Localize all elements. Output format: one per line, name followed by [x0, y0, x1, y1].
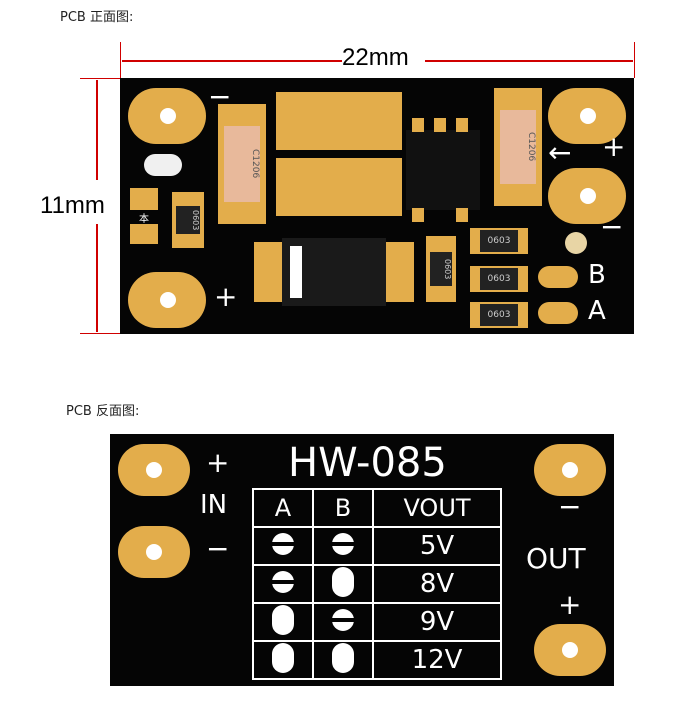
height-dimension-label: 11mm — [40, 192, 105, 219]
jumper-pad-b — [538, 266, 578, 288]
out-plus-label: + — [558, 588, 582, 621]
table-row: 5V — [252, 526, 502, 566]
jumper-label-a: A — [588, 296, 606, 326]
solder-pad — [118, 526, 190, 578]
solder-pad — [534, 624, 606, 676]
dimension-line — [425, 60, 633, 62]
solder-pad — [128, 272, 206, 328]
capacitor: C1206 — [218, 104, 266, 224]
inductor — [276, 92, 402, 216]
width-dimension-label: 22mm — [342, 44, 409, 71]
jumper-b-cell — [312, 602, 374, 642]
dimension-line — [120, 42, 121, 78]
schottky-diode — [254, 238, 414, 306]
jumper-split-icon — [271, 571, 295, 593]
jumper-a-cell — [252, 564, 314, 604]
vout-table: A B VOUT 5V 8V 9V 12V — [252, 488, 502, 680]
pcb-back-board: + IN − − OUT + HW-085 A B VOUT 5V 8V 9V — [110, 434, 614, 686]
jumper-split-icon — [331, 533, 355, 555]
jumper-bridged-icon — [272, 643, 294, 673]
solder-pad — [534, 444, 606, 496]
dimension-line — [96, 80, 98, 180]
pad-label-out-plus: + — [602, 130, 626, 163]
pad-label-out-minus: − — [600, 210, 624, 243]
vout-cell: 8V — [372, 564, 502, 604]
pad-label-in-plus: + — [214, 280, 238, 313]
jumper-label-b: B — [588, 260, 606, 290]
capacitor-label: C1206 — [500, 110, 536, 184]
test-point — [565, 232, 587, 254]
header-a: A — [252, 488, 314, 528]
jumper-a-cell — [252, 526, 314, 566]
dimension-line — [96, 224, 98, 332]
front-caption: PCB 正面图: — [60, 10, 134, 25]
in-minus-label: − — [206, 532, 230, 565]
dimension-line — [122, 60, 342, 62]
jumper-bridged-icon — [332, 567, 354, 597]
out-label: OUT — [526, 542, 586, 575]
table-row: 8V — [252, 564, 502, 604]
dimension-line — [634, 42, 635, 78]
table-row: 9V — [252, 602, 502, 642]
resistor: 0603 — [172, 192, 204, 248]
resistor: 0603 — [470, 302, 528, 328]
capacitor: C1206 — [494, 88, 542, 206]
resistor: 0603 — [470, 228, 528, 254]
solder-pad — [118, 444, 190, 496]
arrow-icon: ← — [548, 136, 572, 169]
ic-chip — [406, 118, 480, 222]
out-minus-label: − — [558, 490, 582, 523]
back-caption: PCB 反面图: — [66, 404, 140, 419]
jumper-pad-a — [538, 302, 578, 324]
dimension-line — [80, 333, 120, 334]
table-header-row: A B VOUT — [252, 488, 502, 528]
vout-cell: 9V — [372, 602, 502, 642]
jumper-pad — [144, 154, 182, 176]
jumper-b-cell — [312, 564, 374, 604]
table-row: 12V — [252, 640, 502, 680]
in-plus-label: + — [206, 446, 230, 479]
solder-pad — [548, 88, 626, 144]
solder-pad — [128, 88, 206, 144]
jumper-split-icon — [331, 609, 355, 631]
header-b: B — [312, 488, 374, 528]
jumper-b-cell — [312, 526, 374, 566]
jumper-a-cell — [252, 602, 314, 642]
header-vout: VOUT — [372, 488, 502, 528]
capacitor-label: C1206 — [224, 126, 260, 202]
vout-cell: 12V — [372, 640, 502, 680]
jumper-bridged-icon — [332, 643, 354, 673]
jumper-split-icon — [271, 533, 295, 555]
solder-pad — [548, 168, 626, 224]
pcb-front-board: − + ← + − B A C1206 C1206 本 0603 0603 06… — [120, 78, 634, 334]
vout-cell: 5V — [372, 526, 502, 566]
jumper-bridged-icon — [272, 605, 294, 635]
resistor: 0603 — [426, 236, 456, 302]
diode: 本 — [130, 188, 158, 244]
resistor: 0603 — [470, 266, 528, 292]
jumper-b-cell — [312, 640, 374, 680]
in-label: IN — [200, 490, 228, 520]
dimension-line — [80, 78, 120, 79]
jumper-a-cell — [252, 640, 314, 680]
board-title: HW-085 — [288, 440, 447, 486]
